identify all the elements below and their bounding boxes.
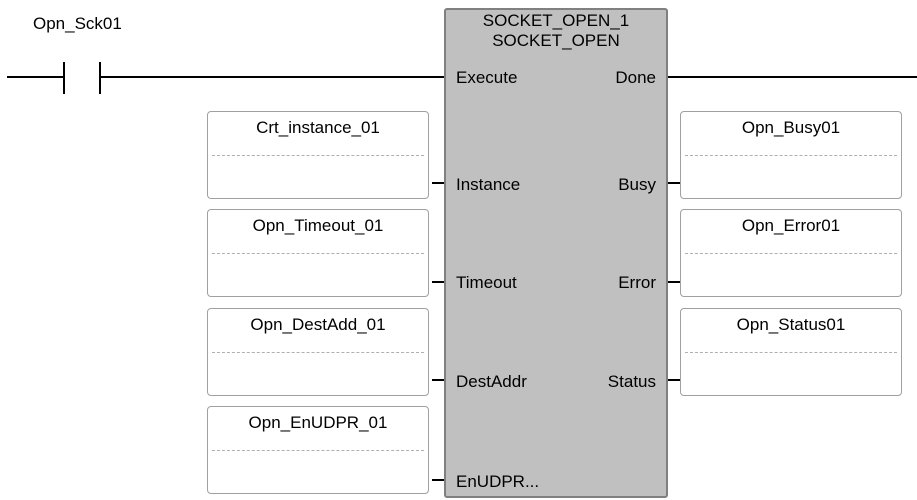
function-block-socket-open[interactable]: SOCKET_OPEN_1 SOCKET_OPEN Execute Instan… [444,8,668,498]
pin-done: Done [615,68,656,87]
input-connector-timeout[interactable] [432,281,444,283]
pin-instance: Instance [456,175,521,194]
contact-bar-right[interactable] [99,62,101,94]
input-connector-instance[interactable] [432,182,444,184]
rung-wire-to-block [99,76,444,78]
divider [212,450,424,451]
input-var-name: Opn_Timeout_01 [252,216,384,235]
output-var-box-status[interactable]: Opn_Status01 [680,308,902,396]
output-connector-error[interactable] [668,281,680,283]
output-var-box-busy[interactable]: Opn_Busy01 [680,111,902,199]
pin-timeout: Timeout [456,273,517,292]
divider [685,155,897,156]
input-var-name: Opn_EnUDPR_01 [248,413,388,432]
input-var-box-timeout[interactable]: Opn_Timeout_01 [207,209,429,297]
divider [212,155,424,156]
output-connector-status[interactable] [668,379,680,381]
input-connector-destaddr[interactable] [432,379,444,381]
output-connector-busy[interactable] [668,182,680,184]
input-var-box-destaddr[interactable]: Opn_DestAdd_01 [207,308,429,396]
pin-status: Status [607,372,656,391]
divider [212,253,424,254]
output-var-box-error[interactable]: Opn_Error01 [680,209,902,297]
contact-bar-left[interactable] [63,62,65,94]
input-var-name: Crt_instance_01 [256,118,380,137]
contact-label: Opn_Sck01 [33,14,122,33]
output-var-name: Opn_Error01 [741,216,841,235]
divider [685,352,897,353]
output-var-name: Opn_Busy01 [741,118,841,137]
input-connector-enudpr[interactable] [432,479,444,481]
divider [212,352,424,353]
input-var-name: Opn_DestAdd_01 [250,315,386,334]
pin-busy: Busy [618,175,656,194]
input-var-box-instance[interactable]: Crt_instance_01 [207,111,429,199]
pin-execute: Execute [456,68,518,87]
input-var-box-enudpr[interactable]: Opn_EnUDPR_01 [207,406,429,494]
divider [685,253,897,254]
block-instance-name: SOCKET_OPEN_1 [482,11,630,30]
output-var-name: Opn_Status01 [736,315,846,334]
block-type-name: SOCKET_OPEN [492,31,620,50]
rung-wire-left [7,76,65,78]
pin-destaddr: DestAddr [456,372,527,391]
pin-enudpr: EnUDPR... [456,472,540,491]
pin-error: Error [618,273,656,292]
rung-wire-right [668,76,917,78]
